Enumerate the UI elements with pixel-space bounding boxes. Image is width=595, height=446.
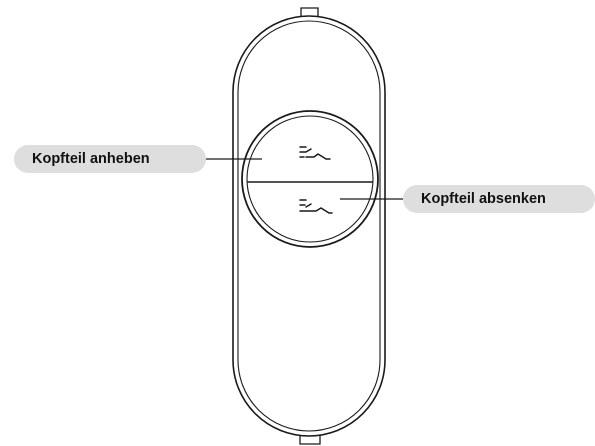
raise-head-button[interactable] [250,122,370,182]
head-lower-icon [299,199,333,214]
button-cluster [241,110,379,248]
head-raise-icon [299,146,331,160]
lower-head-button[interactable] [250,182,370,242]
label-raise-head: Kopfteil anheben [14,145,206,173]
cable-stub-top [300,7,319,20]
label-lower-head: Kopfteil absenken [403,185,595,213]
